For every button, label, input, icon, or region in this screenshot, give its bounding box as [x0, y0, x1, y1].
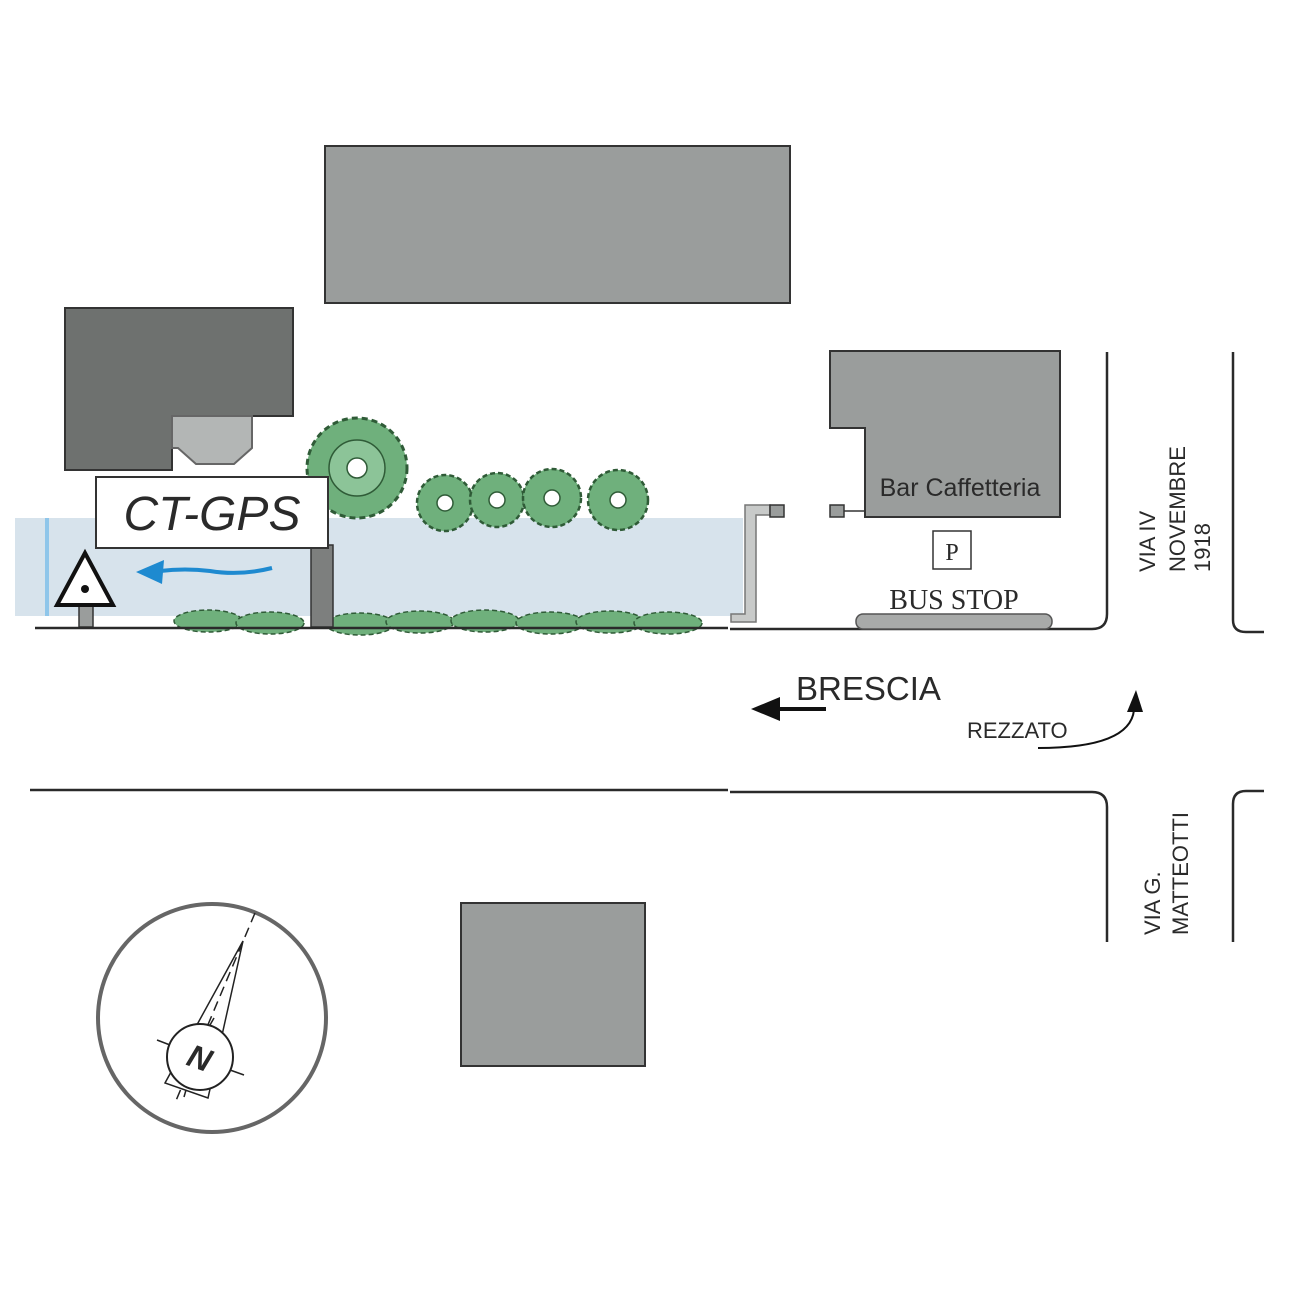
building-annex: [171, 415, 253, 465]
compass-icon: N: [96, 902, 328, 1134]
via-matteotti: VIA G.: [1140, 871, 1165, 935]
via-iv-novembre-line2: NOVEMBRE: [1165, 446, 1190, 572]
tree-group: [305, 416, 650, 533]
bus-stop-platform: [855, 613, 1053, 630]
svg-text:1918: 1918: [1190, 523, 1215, 572]
rezzato-turn-arrow-icon: [1037, 709, 1135, 749]
station-label-box: [95, 476, 329, 549]
shrub-icon: [468, 471, 526, 529]
sign-pole: [310, 544, 334, 628]
hedge-row: [173, 609, 703, 636]
bus-stop-label: BUS STOP: [889, 585, 1018, 616]
building-south: [460, 902, 646, 1067]
svg-text:NOVEMBRE: NOVEMBRE: [1165, 446, 1190, 572]
parking-label: P: [945, 540, 958, 566]
gps-marker-icon: [53, 548, 117, 607]
via-iv-novembre: VIA IV: [1135, 511, 1160, 572]
svg-text:VIA IV: VIA IV: [1135, 511, 1160, 572]
shrub-icon: [586, 468, 650, 532]
brescia-label: BRESCIA: [796, 670, 941, 707]
station-label: CT-GPS: [124, 488, 301, 541]
water-flow-arrowhead-icon: [136, 560, 164, 584]
post-small-1: [769, 504, 785, 518]
building-cafe: [829, 350, 1061, 518]
shrub-icon: [521, 467, 583, 529]
svg-text:VIA G.: VIA G.: [1140, 871, 1165, 935]
via-iv-novembre-line3: 1918: [1190, 523, 1215, 572]
gps-marker-dot: [81, 585, 89, 593]
svg-text:MATTEOTTI: MATTEOTTI: [1168, 812, 1193, 935]
rezzato-label: REZZATO: [967, 718, 1068, 743]
cafe-label: Bar Caffetteria: [880, 474, 1041, 502]
road-lines: [30, 352, 1264, 942]
tree-large-icon: [305, 416, 409, 520]
brescia-arrow-icon: [751, 697, 780, 721]
post-small-2: [829, 504, 845, 518]
building-north: [324, 145, 791, 304]
shrub-icon: [415, 473, 475, 533]
water-flow-arrow-icon: [159, 566, 273, 575]
via-matteotti-line2: MATTEOTTI: [1168, 812, 1193, 935]
marker-pole: [78, 604, 94, 628]
rezzato-arrowhead-icon: [1127, 690, 1143, 712]
parking-sign: [932, 530, 972, 570]
